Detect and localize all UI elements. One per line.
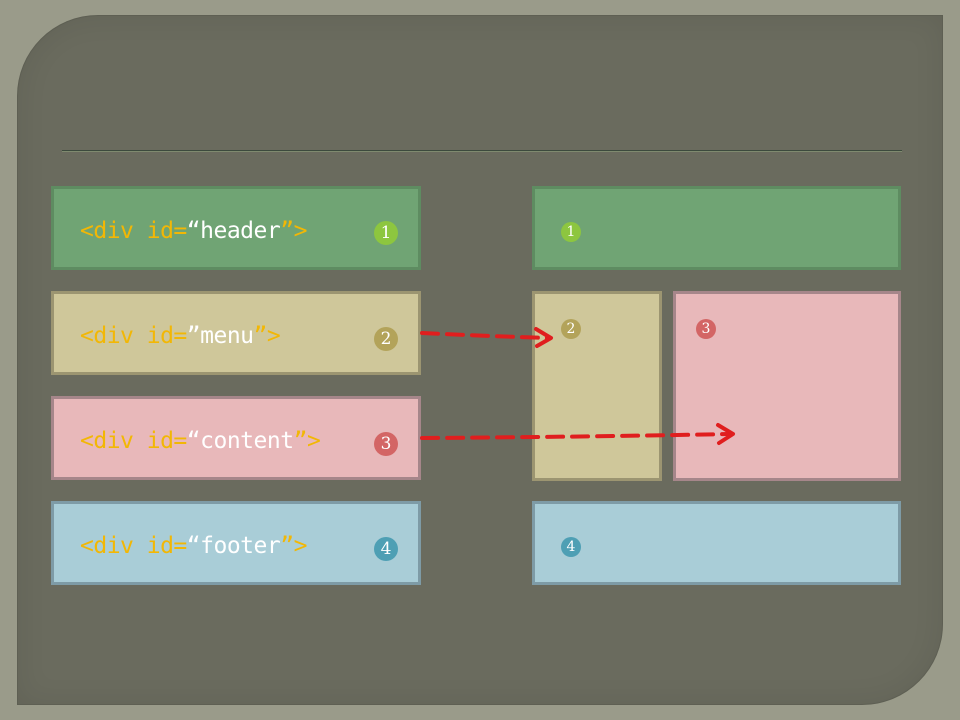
header-code-box: <div id=“header”> 1 xyxy=(51,186,421,270)
footer-code-box: <div id=“footer”> 4 xyxy=(51,501,421,585)
header-code-label: <div id=“header”> xyxy=(80,218,307,244)
footer-number-badge: 4 xyxy=(374,537,398,561)
content-code-box: <div id=“content”> 3 xyxy=(51,396,421,480)
layout-content-region: 3 xyxy=(673,291,901,481)
menu-number-badge: 2 xyxy=(374,327,398,351)
layout-header-badge: 1 xyxy=(561,222,581,242)
header-number-badge: 1 xyxy=(374,221,398,245)
layout-menu-badge: 2 xyxy=(561,319,581,339)
content-number-badge: 3 xyxy=(374,432,398,456)
layout-menu-region: 2 xyxy=(532,291,662,481)
title-divider xyxy=(62,150,902,152)
layout-footer-badge: 4 xyxy=(561,537,581,557)
layout-footer-region: 4 xyxy=(532,501,901,585)
menu-code-label: <div id=”menu”> xyxy=(80,323,281,349)
footer-code-label: <div id=“footer”> xyxy=(80,533,307,559)
menu-code-box: <div id=”menu”> 2 xyxy=(51,291,421,375)
layout-content-badge: 3 xyxy=(696,319,716,339)
content-code-label: <div id=“content”> xyxy=(80,428,321,454)
layout-header-region: 1 xyxy=(532,186,901,270)
